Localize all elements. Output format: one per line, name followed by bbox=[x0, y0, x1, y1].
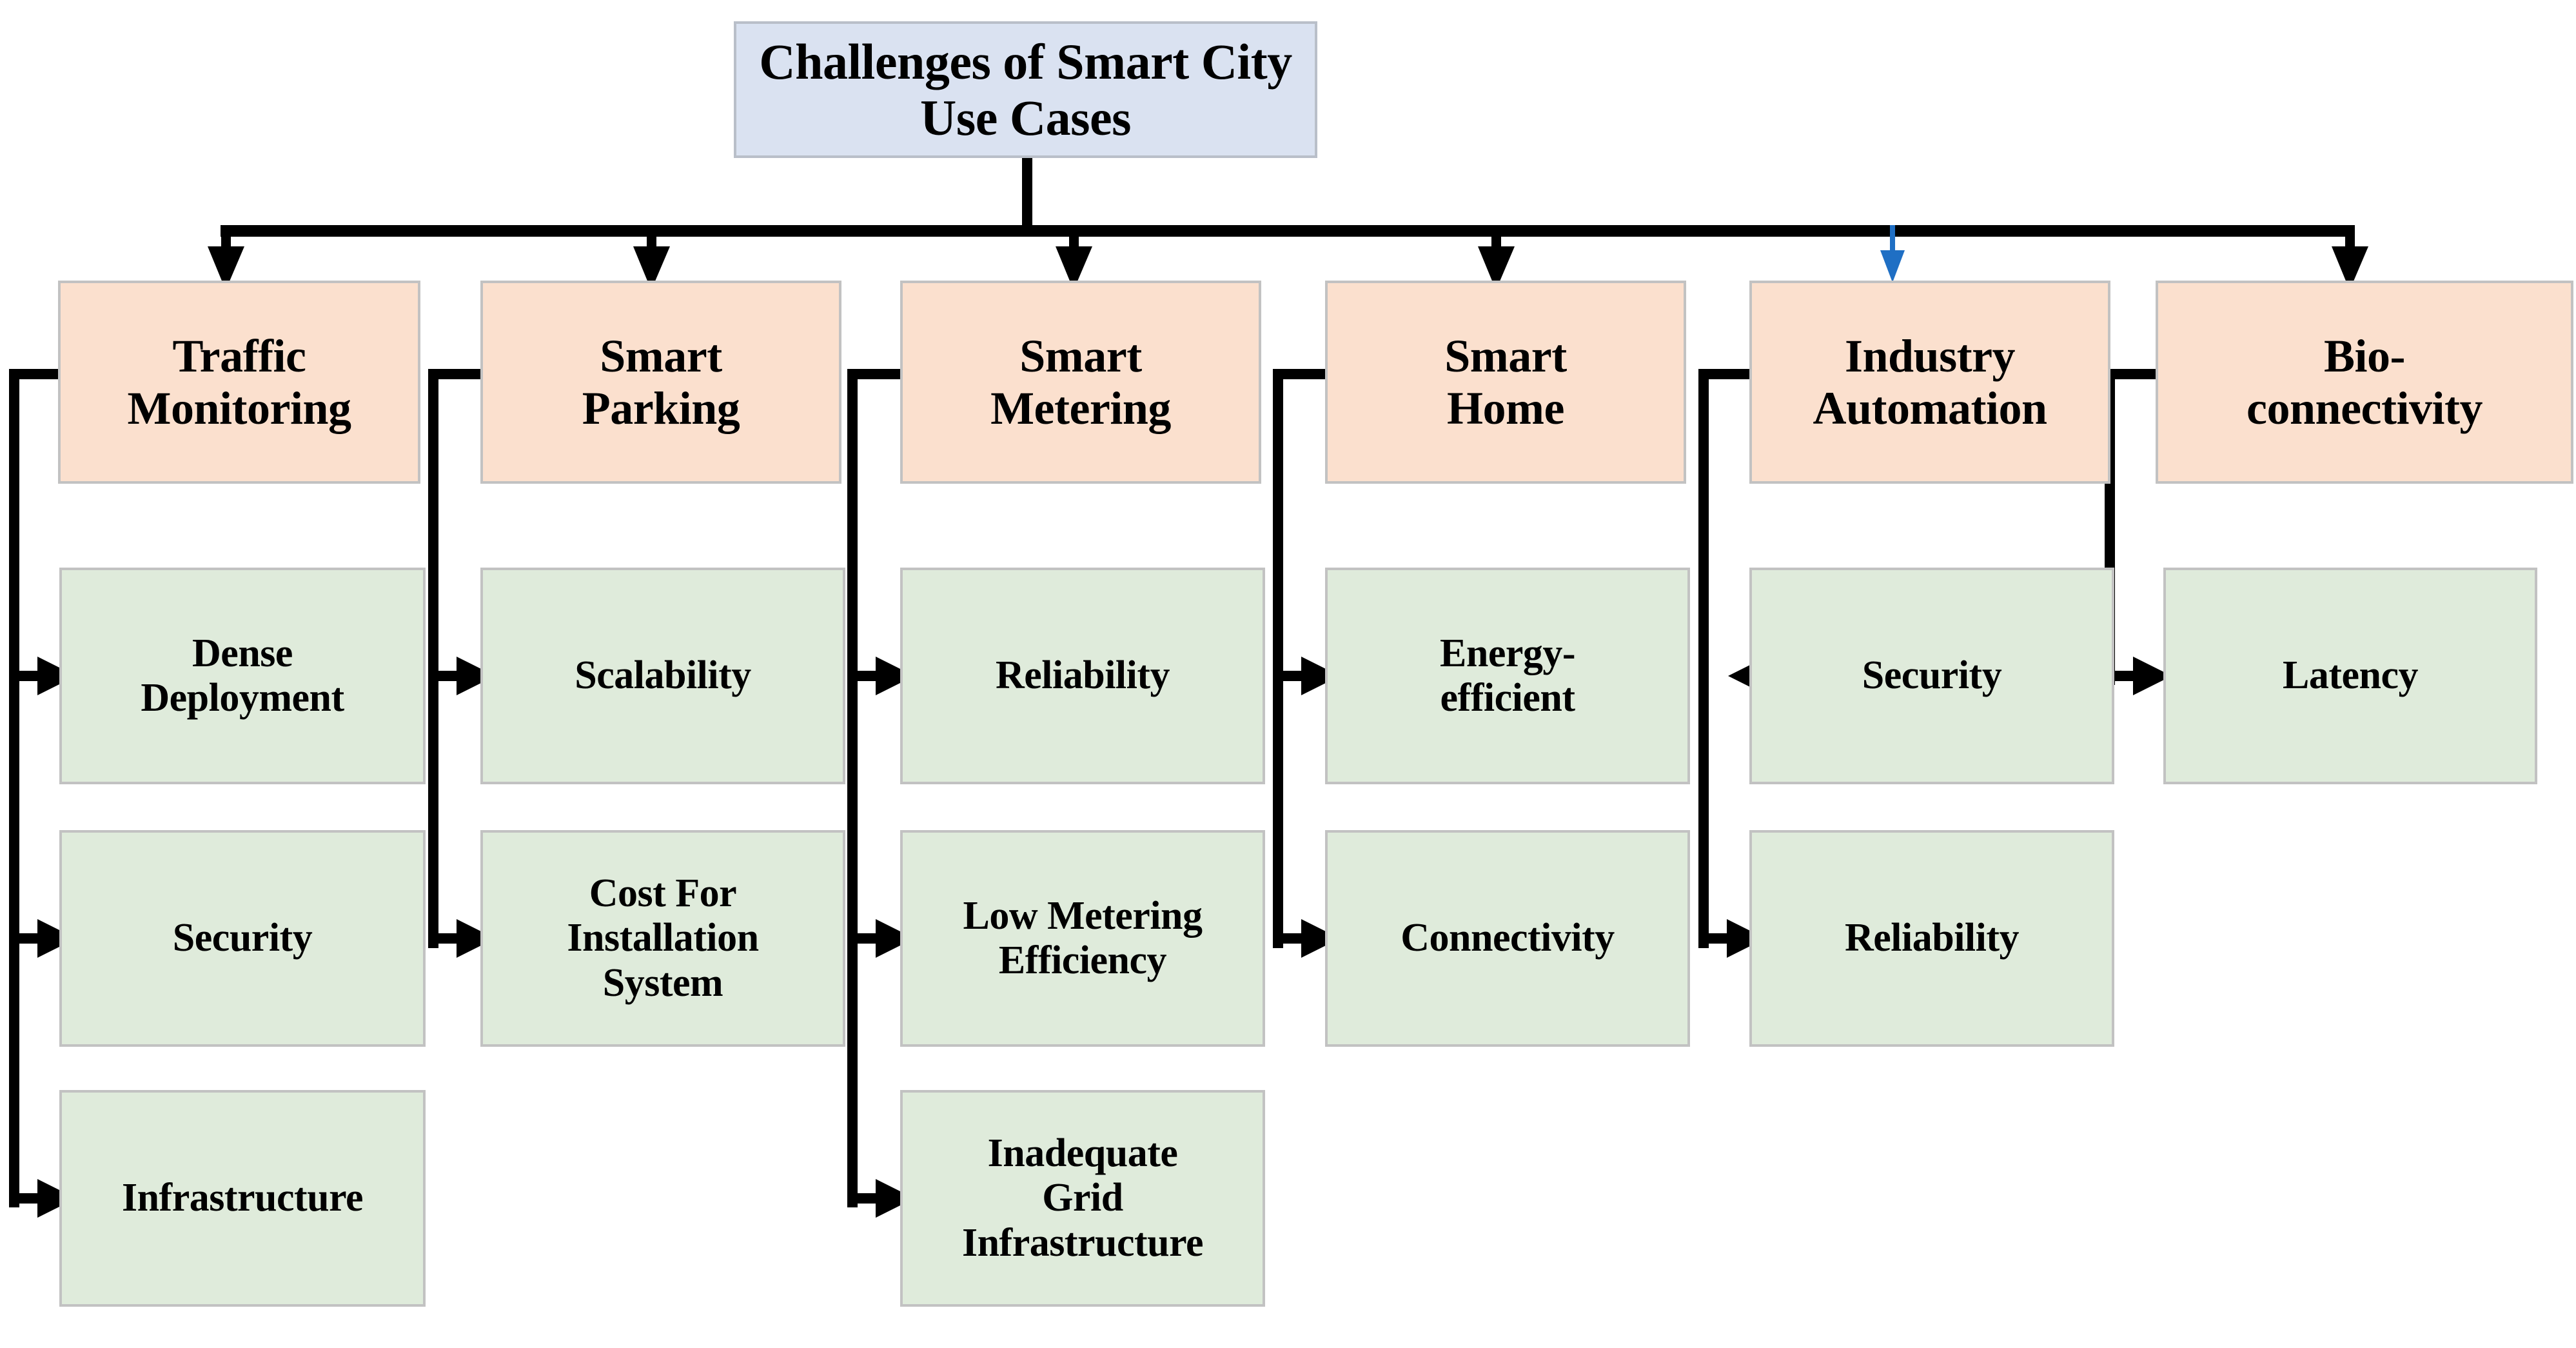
leaf-node-infrastructure[interactable]: Infrastructure bbox=[59, 1090, 426, 1307]
leaf-node-energy-efficient[interactable]: Energy- efficient bbox=[1325, 568, 1690, 784]
child-connector-smart-metering bbox=[847, 369, 967, 1218]
leaf-node-label: Cost For Installation System bbox=[567, 871, 759, 1005]
root-node-label: Challenges of Smart City Use Cases bbox=[759, 33, 1292, 146]
leaf-node-inadequate-grid-infrastructure[interactable]: Inadequate Grid Infrastructure bbox=[900, 1090, 1265, 1307]
branch-drop-bio-connectivity bbox=[2332, 225, 2368, 290]
branch-drop-smart-parking bbox=[633, 225, 670, 290]
leaf-node-cost-for-installation-system[interactable]: Cost For Installation System bbox=[480, 830, 845, 1047]
child-connector-smart-home bbox=[1273, 369, 1393, 958]
leaf-node-label: Latency bbox=[2282, 653, 2419, 698]
category-node-label: Industry Automation bbox=[1813, 330, 2047, 434]
leaf-node-label: Inadequate Grid Infrastructure bbox=[961, 1131, 1204, 1265]
leaf-node-label: Connectivity bbox=[1401, 916, 1615, 960]
leaf-node-label: Low Metering Efficiency bbox=[963, 893, 1203, 982]
leaf-node-label: Security bbox=[172, 916, 313, 960]
root-stem bbox=[1022, 158, 1032, 234]
root-node-challenges-of-smart-city-use-cases[interactable]: Challenges of Smart City Use Cases bbox=[734, 21, 1317, 158]
leaf-node-industry-security[interactable]: Security bbox=[1749, 568, 2114, 784]
leaf-node-scalability[interactable]: Scalability bbox=[480, 568, 845, 784]
leaf-node-label: Reliability bbox=[1844, 916, 2020, 960]
child-connector-traffic-monitoring bbox=[9, 369, 135, 1218]
category-node-traffic-monitoring[interactable]: Traffic Monitoring bbox=[58, 281, 420, 484]
leaf-node-label: Security bbox=[1862, 653, 2002, 698]
leaf-node-traffic-security[interactable]: Security bbox=[59, 830, 426, 1047]
branch-drop-smart-home bbox=[1478, 225, 1515, 290]
leaf-node-dense-deployment[interactable]: Dense Deployment bbox=[59, 568, 426, 784]
distribution-bus bbox=[221, 225, 2355, 237]
leaf-node-label: Scalability bbox=[575, 653, 751, 698]
category-node-smart-metering[interactable]: Smart Metering bbox=[900, 281, 1261, 484]
leaf-node-low-metering-efficiency[interactable]: Low Metering Efficiency bbox=[900, 830, 1265, 1047]
branch-drop-smart-metering bbox=[1056, 225, 1092, 290]
category-node-bio-connectivity[interactable]: Bio- connectivity bbox=[2156, 281, 2573, 484]
category-node-industry-automation[interactable]: Industry Automation bbox=[1749, 281, 2110, 484]
leaf-node-metering-reliability[interactable]: Reliability bbox=[900, 568, 1265, 784]
category-node-label: Bio- connectivity bbox=[2247, 330, 2483, 434]
leaf-node-connectivity[interactable]: Connectivity bbox=[1325, 830, 1690, 1047]
leaf-node-label: Energy- efficient bbox=[1439, 631, 1576, 720]
leaf-node-industry-reliability[interactable]: Reliability bbox=[1749, 830, 2114, 1047]
leaf-node-label: Reliability bbox=[995, 653, 1170, 698]
leaf-node-latency[interactable]: Latency bbox=[2163, 568, 2537, 784]
category-node-label: Traffic Monitoring bbox=[127, 330, 351, 434]
category-node-label: Smart Metering bbox=[990, 330, 1171, 434]
category-node-label: Smart Home bbox=[1444, 330, 1567, 434]
leaf-node-label: Dense Deployment bbox=[141, 631, 344, 720]
branch-drop-industry-automation bbox=[1880, 225, 1905, 282]
branch-drop-traffic-monitoring bbox=[208, 225, 244, 290]
category-node-smart-parking[interactable]: Smart Parking bbox=[480, 281, 841, 484]
leaf-node-label: Infrastructure bbox=[121, 1176, 364, 1220]
category-node-smart-home[interactable]: Smart Home bbox=[1325, 281, 1686, 484]
category-node-label: Smart Parking bbox=[582, 330, 740, 434]
